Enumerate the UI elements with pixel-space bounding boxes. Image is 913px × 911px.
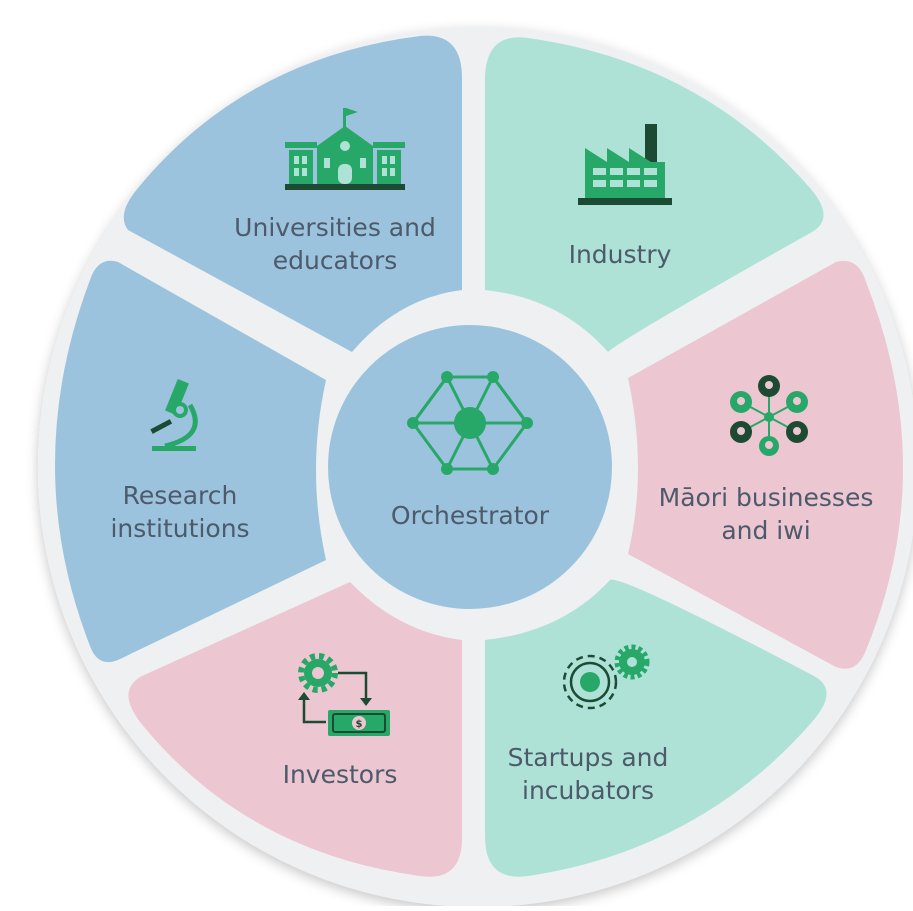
label-universities-line-1: Universities and	[234, 213, 436, 242]
svg-text:$: $	[356, 719, 363, 730]
segment-universities	[123, 35, 462, 353]
label-startups-line-1: Startups and	[507, 743, 669, 772]
label-universities: Universities and educators	[210, 211, 460, 277]
microscope-icon	[150, 378, 198, 451]
label-startups: Startups and incubators	[488, 741, 688, 807]
center-label: Orchestrator	[370, 499, 570, 532]
gears-icon	[562, 644, 650, 710]
people-network-icon	[730, 375, 808, 456]
label-investors: Investors	[240, 758, 440, 791]
label-industry: Industry	[520, 238, 720, 271]
gear-money-exchange-icon: $	[298, 653, 390, 736]
label-startups-line-2: incubators	[522, 776, 654, 805]
segment-research	[55, 260, 326, 663]
label-research-line-2: institutions	[110, 514, 250, 543]
factory-icon	[578, 124, 672, 205]
segment-startups	[485, 579, 827, 877]
label-universities-line-2: educators	[272, 246, 398, 275]
label-maori: Māori businesses and iwi	[636, 481, 896, 547]
center-ring	[322, 319, 618, 615]
label-investors-line-1: Investors	[282, 760, 398, 789]
label-research-line-1: Research	[122, 481, 238, 510]
segment-maori	[628, 260, 903, 669]
label-industry-line-1: Industry	[568, 240, 672, 269]
label-research: Research institutions	[80, 479, 280, 545]
label-maori-line-1: Māori businesses	[658, 483, 874, 512]
school-building-icon	[285, 108, 405, 190]
network-hub-icon	[407, 371, 533, 475]
center-circle	[327, 324, 613, 610]
center-label-text: Orchestrator	[390, 501, 550, 530]
segment-investors	[128, 582, 463, 877]
label-maori-line-2: and iwi	[721, 516, 811, 545]
